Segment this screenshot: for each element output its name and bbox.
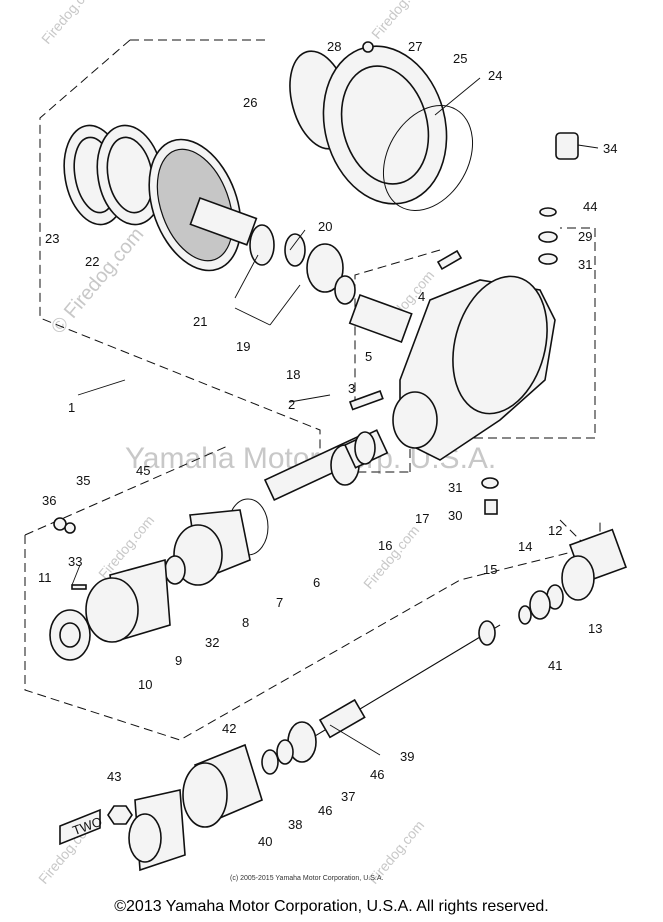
callout-44: 44 [583,199,597,214]
callout-1: 1 [68,400,75,415]
callout-24: 24 [488,68,502,83]
watermark-firedog-top: Firedog.com [38,0,100,47]
callout-46-upper: 46 [370,767,384,782]
callout-14: 14 [518,539,532,554]
part-bearing-housing-9 [49,498,269,661]
callout-21: 21 [193,314,207,329]
callout-16: 16 [378,538,392,553]
callout-25: 25 [453,51,467,66]
callout-38: 38 [288,817,302,832]
callout-46-lower: 46 [318,803,332,818]
callout-19: 19 [236,339,250,354]
watermark-firedog-lowerright: Firedog.com [360,522,422,592]
callout-37: 37 [341,789,355,804]
watermark-firedog-topright: Firedog.com [368,0,430,42]
callout-45: 45 [136,463,150,478]
part-bearing-23-22 [63,124,164,226]
callout-12: 12 [548,523,562,538]
callout-26: 26 [243,95,257,110]
callout-39: 39 [400,749,414,764]
callout-35: 35 [76,473,90,488]
callout-34: 34 [603,141,617,156]
callout-11: 11 [38,570,52,585]
part-ring-gear-21 [148,138,356,305]
callout-17: 17 [415,511,429,526]
callout-43: 43 [107,769,121,784]
watermark-firedog-left: © Firedog.com [47,223,148,338]
copyright-footer: ©2013 Yamaha Motor Corporation, U.S.A. A… [114,898,549,915]
callout-31-mid: 31 [448,480,462,495]
callout-4: 4 [418,289,425,304]
part-gear-case-2 [348,249,556,515]
callout-23: 23 [45,231,59,246]
callout-15: 15 [483,562,497,577]
callout-32: 32 [205,635,219,650]
callout-9: 9 [175,653,182,668]
part-coupler-12 [518,528,627,625]
callout-33: 33 [68,554,82,569]
callout-8: 8 [242,615,249,630]
callout-18: 18 [286,367,300,382]
callout-31-top: 31 [578,257,592,272]
callout-36: 36 [42,493,56,508]
part-drive-shaft-39 [299,620,501,746]
callout-40: 40 [258,834,272,849]
part-pinion-16 [263,429,389,502]
callout-10: 10 [138,677,152,692]
callout-29: 29 [578,229,592,244]
callout-20: 20 [318,219,332,234]
part-cover-25 [289,41,474,211]
small-copyright: (c) 2005-2015 Yamaha Motor Corporation, … [230,875,383,882]
part-coupling-42 [107,721,317,872]
callout-7: 7 [276,595,283,610]
callout-27: 27 [408,39,422,54]
callout-28: 28 [327,39,341,54]
callout-30: 30 [448,508,462,523]
callout-6: 6 [313,575,320,590]
callouts: 28 27 25 26 24 34 44 29 31 23 22 20 4 21… [38,39,617,849]
callout-42: 42 [222,721,236,736]
leader-lines [71,77,599,756]
callout-5: 5 [365,349,372,364]
part-hardware-right [538,132,579,265]
callout-41: 41 [548,658,562,673]
callout-13: 13 [588,621,602,636]
callout-2: 2 [288,397,295,412]
callout-3: 3 [348,381,355,396]
callout-22: 22 [85,254,99,269]
